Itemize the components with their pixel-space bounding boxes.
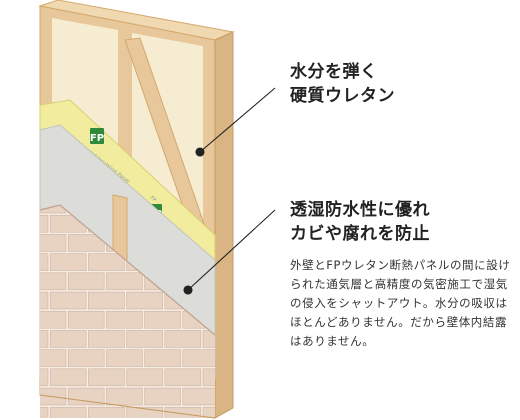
brick — [67, 310, 105, 329]
brick — [67, 349, 105, 367]
brick — [49, 406, 87, 418]
brick — [40, 214, 49, 233]
brick — [126, 368, 163, 387]
brick — [202, 330, 215, 348]
callout-heading: カビや腐れを防止 — [290, 224, 430, 244]
brick — [49, 291, 87, 310]
brick — [144, 387, 181, 406]
callout-description: 外壁とFPウレタン断熱パネルの間に設けられた通気層と高精度の気密施工で湿気の侵入… — [290, 258, 511, 348]
brick — [202, 368, 215, 387]
svg-text:FP: FP — [90, 133, 104, 144]
brick — [164, 330, 202, 348]
frame-side — [214, 31, 234, 419]
fp-badge: FP — [90, 128, 104, 144]
callout-heading: 透湿防水性に優れ — [290, 200, 430, 220]
brick — [88, 406, 125, 418]
brick — [126, 291, 163, 310]
brick — [182, 349, 215, 367]
brick — [182, 387, 215, 406]
brick — [40, 349, 67, 367]
brick — [164, 368, 202, 387]
brick — [126, 330, 163, 348]
callout-urethane: 水分を弾く 硬質ウレタン — [290, 60, 395, 108]
callout-heading: 水分を弾く — [290, 62, 378, 82]
brick — [67, 272, 105, 291]
brick — [40, 205, 67, 214]
brick — [88, 291, 125, 310]
brick — [106, 387, 143, 406]
brick — [106, 349, 143, 367]
brick — [49, 368, 87, 387]
brick — [40, 234, 67, 252]
callout-membrane: 透湿防水性に優れ カビや腐れを防止 — [290, 198, 430, 246]
brick — [40, 291, 49, 310]
brick — [40, 368, 49, 387]
brick — [88, 368, 125, 387]
brick — [40, 330, 49, 348]
brick — [49, 253, 87, 271]
callout-heading: 硬質ウレタン — [290, 86, 395, 106]
brick — [40, 272, 67, 291]
brick — [88, 253, 125, 271]
brick — [40, 310, 67, 329]
brick — [202, 406, 215, 418]
brick — [88, 330, 125, 348]
leader-lines — [183, 87, 276, 295]
brick — [40, 406, 49, 418]
brick — [67, 234, 105, 252]
brick — [106, 272, 143, 291]
brick — [144, 310, 181, 329]
brick — [67, 387, 105, 406]
brick — [49, 330, 87, 348]
brick — [40, 253, 49, 271]
brick — [106, 310, 143, 329]
brick — [126, 406, 163, 418]
brick — [144, 349, 181, 367]
